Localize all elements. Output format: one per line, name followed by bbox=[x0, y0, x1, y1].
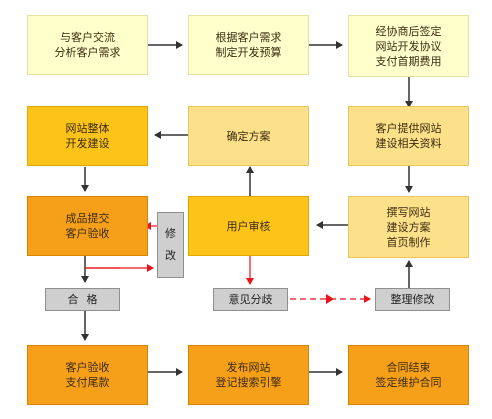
node-publish: 发布网站 登记搜索引擎 bbox=[188, 345, 309, 405]
node-modify: 修改 bbox=[157, 212, 184, 278]
node-user-review: 用户审核 bbox=[188, 196, 309, 256]
node-final-acceptance: 客户验收 支付尾款 bbox=[27, 345, 148, 405]
node-budget: 根据客户需求 制定开发预算 bbox=[188, 15, 309, 75]
node-write-plan: 撰写网站 建设方案 首页制作 bbox=[348, 196, 469, 258]
node-communicate: 与客户交流 分析客户需求 bbox=[27, 15, 148, 75]
node-confirm-plan: 确定方案 bbox=[188, 106, 309, 166]
node-provide-materials: 客户提供网站 建设相关资料 bbox=[348, 106, 469, 166]
node-modify-label: 修改 bbox=[165, 227, 176, 262]
node-sign: 经协商后签定 网站开发协议 支付首期费用 bbox=[348, 15, 469, 77]
arrowhead-mid-disagree bbox=[326, 294, 334, 304]
node-qualified: 合格 bbox=[45, 288, 120, 311]
node-contract-end: 合同结束 签定维护合同 bbox=[348, 345, 469, 405]
node-delivery: 成品提交 客户验收 bbox=[27, 196, 148, 256]
node-disagree: 意见分歧 bbox=[213, 288, 288, 311]
node-revise: 整理修改 bbox=[375, 288, 450, 311]
node-develop: 网站整体 开发建设 bbox=[27, 106, 148, 166]
